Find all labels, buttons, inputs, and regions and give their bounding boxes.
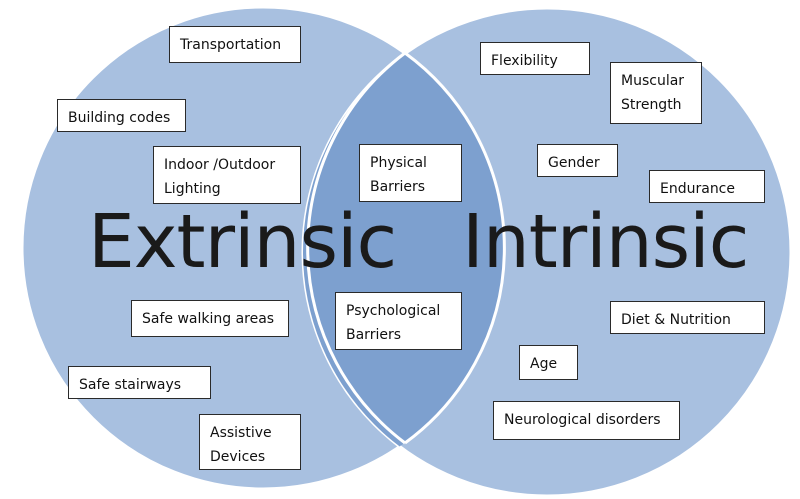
factor-gender: Gender (537, 144, 618, 177)
extrinsic-title: Extrinsic (88, 199, 397, 285)
factor-assistive-devices: Assistive Devices (199, 414, 301, 470)
factor-physical-barriers: Physical Barriers (359, 144, 462, 202)
factor-age: Age (519, 345, 578, 380)
factor-flexibility: Flexibility (480, 42, 590, 75)
factor-psychological-barriers: Psychological Barriers (335, 292, 462, 350)
factor-neurological-disorders: Neurological disorders (493, 401, 680, 440)
factor-diet-nutrition: Diet & Nutrition (610, 301, 765, 334)
overlap-region (303, 8, 504, 489)
factor-safe-stairways: Safe stairways (68, 366, 211, 399)
intrinsic-title: Intrinsic (462, 199, 749, 285)
factor-transportation: Transportation (169, 26, 301, 63)
factor-indoor-outdoor-lighting: Indoor /Outdoor Lighting (153, 146, 301, 204)
extrinsic-circle-edge (404, 51, 506, 445)
factor-building-codes: Building codes (57, 99, 186, 132)
factor-muscular-strength: Muscular Strength (610, 62, 702, 124)
intrinsic-circle-edge (306, 51, 406, 445)
factor-safe-walking-areas: Safe walking areas (131, 300, 289, 337)
factor-endurance: Endurance (649, 170, 765, 203)
